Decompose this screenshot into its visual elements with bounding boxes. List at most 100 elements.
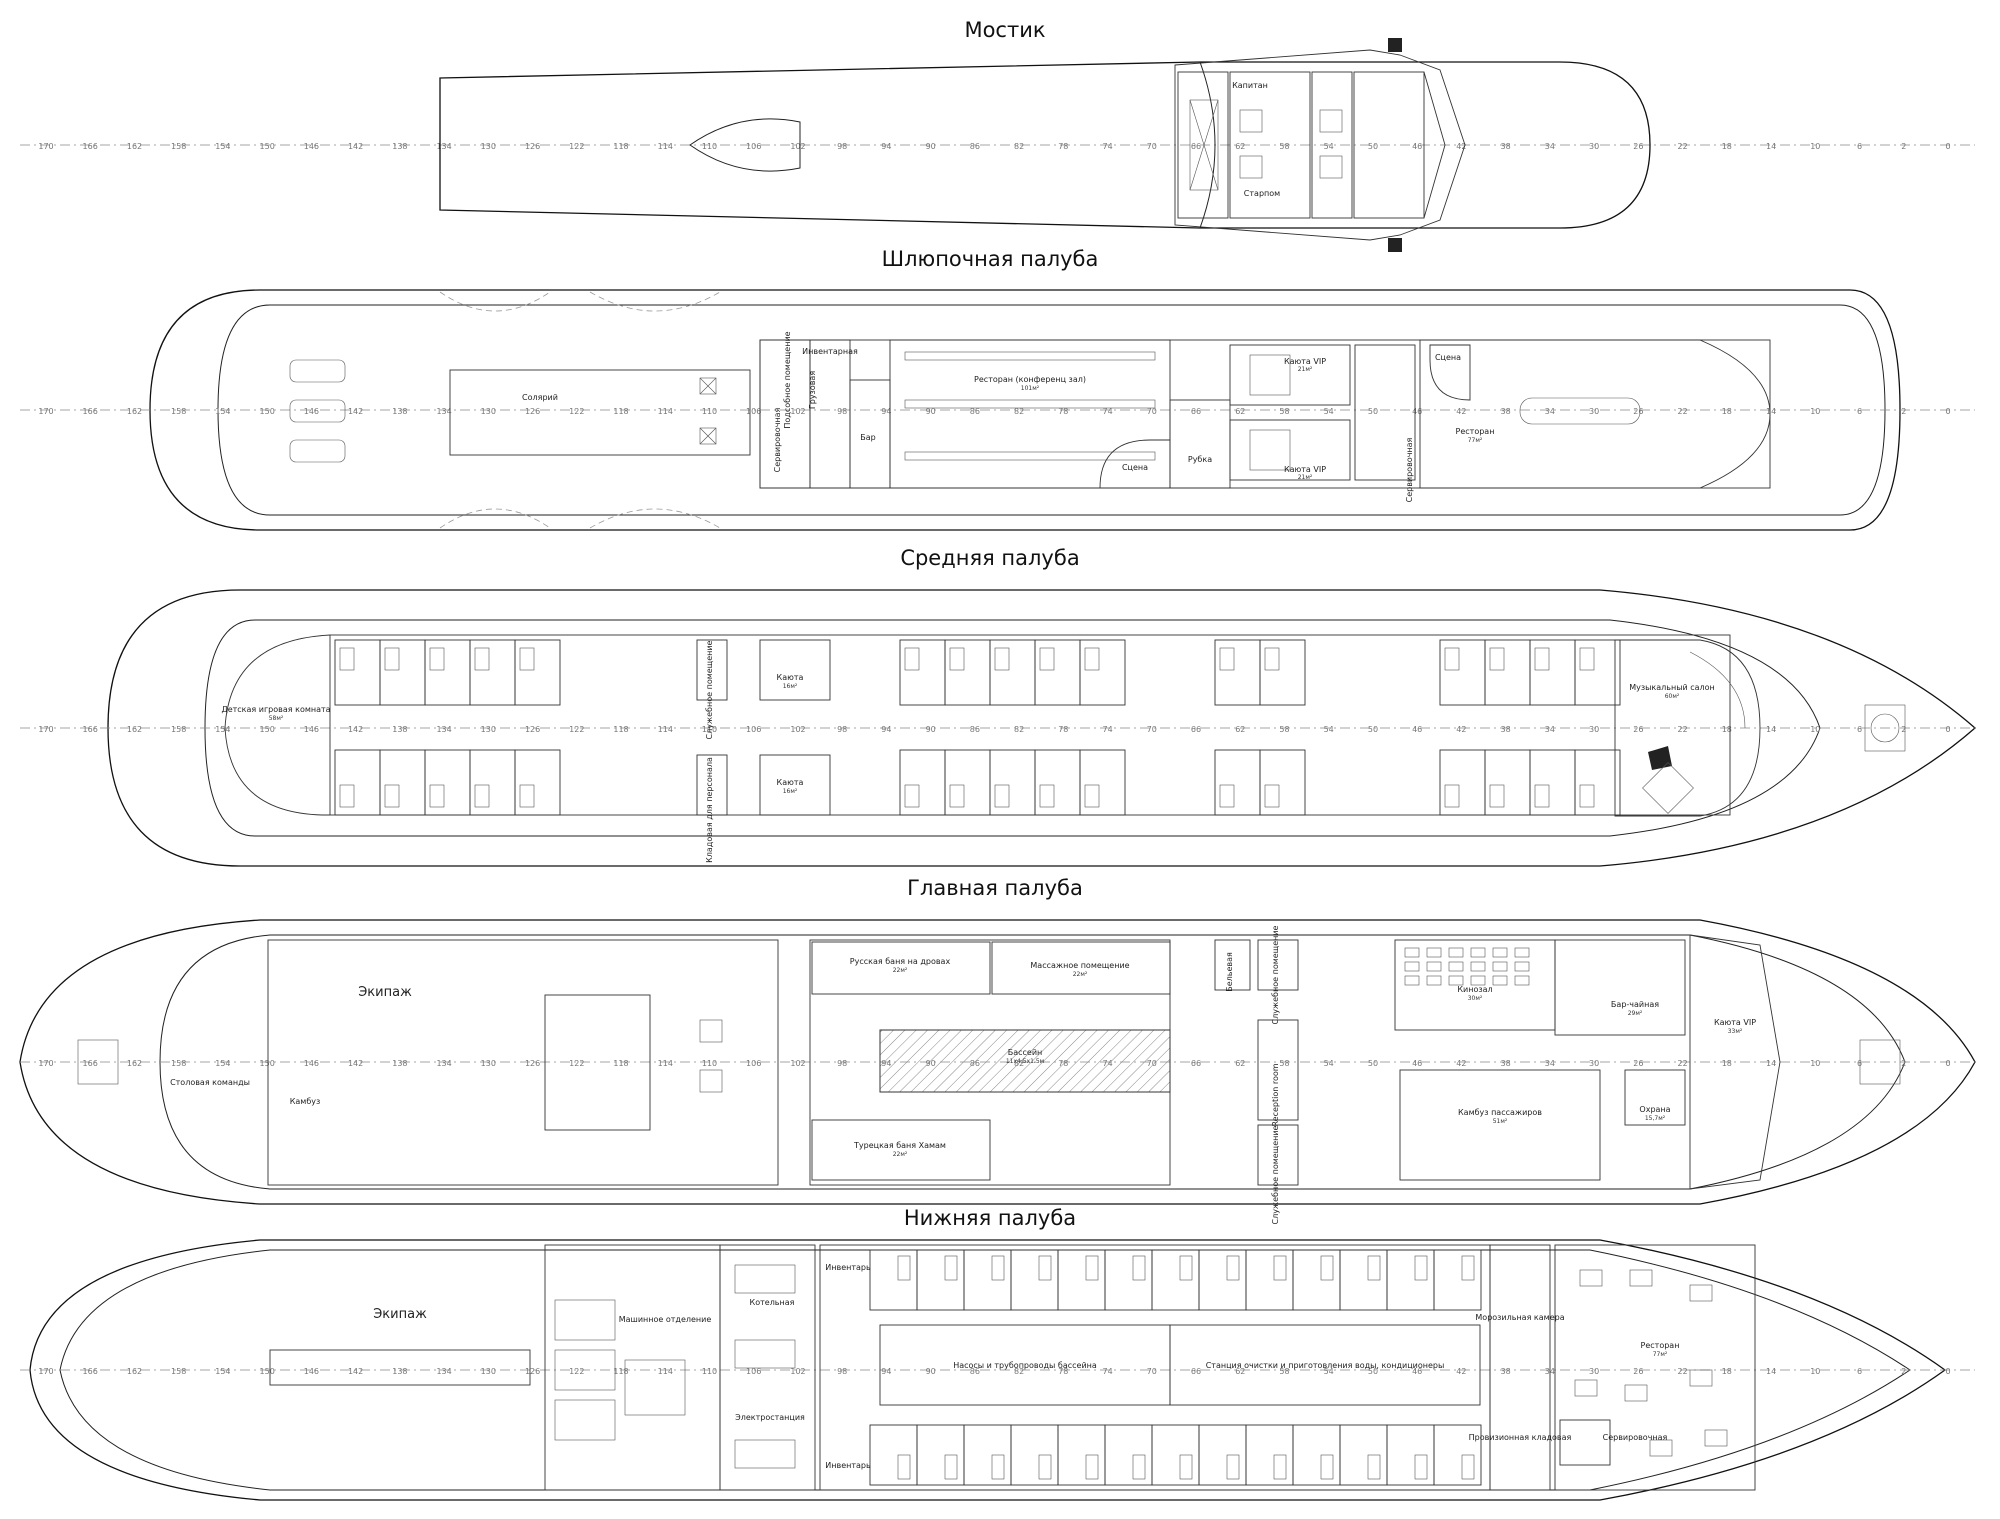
frame-number: 38: [1501, 1367, 1511, 1376]
room-label: Кинозал: [1457, 985, 1492, 994]
frame-number: 110: [702, 1367, 717, 1376]
bridge-inner-line: [1199, 61, 1216, 229]
cabin: [1529, 749, 1576, 816]
frame-number: 82: [1014, 407, 1024, 416]
windlass: [1864, 704, 1906, 752]
bed: [991, 1255, 1005, 1281]
cabin: [1214, 639, 1261, 706]
bed: [384, 784, 400, 808]
lower-deck-hull: [29, 1239, 1947, 1501]
room-area: 30м²: [1468, 995, 1483, 1002]
frame-number: 18: [1722, 407, 1732, 416]
room-label: Каюта VIP: [1284, 465, 1326, 474]
frame-number: 154: [215, 1059, 230, 1068]
frame-number: 142: [348, 1367, 363, 1376]
bed: [1461, 1454, 1475, 1480]
frame-number: 86: [970, 142, 980, 151]
bed: [949, 784, 965, 808]
frame-number: 146: [304, 725, 319, 734]
frame-number: 10: [1810, 407, 1820, 416]
room-label: Каюта: [777, 778, 804, 787]
bed: [1039, 784, 1055, 808]
frame-number: 162: [127, 1367, 142, 1376]
frame-number: 142: [348, 142, 363, 151]
frame-number: 62: [1235, 407, 1245, 416]
deck-title-boat: Шлюпочная палуба: [882, 247, 1099, 271]
room-label: Инвентарь: [825, 1461, 871, 1470]
frame-number: 118: [613, 1059, 628, 1068]
frame-number: 10: [1810, 1367, 1820, 1376]
room-area: 33м²: [1728, 1028, 1743, 1035]
frame-number: 46: [1412, 1059, 1422, 1068]
lifeboat: [439, 508, 551, 529]
frame-number: 6: [1857, 725, 1862, 734]
frame-number: 46: [1412, 407, 1422, 416]
frame-number: 98: [837, 407, 847, 416]
seat: [1448, 961, 1464, 972]
frame-number: 70: [1147, 1367, 1157, 1376]
frame-number: 66: [1191, 142, 1201, 151]
frame-number: 58: [1279, 142, 1289, 151]
table: [1579, 1269, 1603, 1287]
frame-number: 26: [1633, 725, 1643, 734]
bed: [1085, 1454, 1099, 1480]
seat: [1448, 947, 1464, 958]
room-area: 77м²: [1653, 1351, 1668, 1358]
seat: [1514, 961, 1530, 972]
frame-number: 66: [1191, 725, 1201, 734]
frame-number: 30: [1589, 1059, 1599, 1068]
frame-number: 70: [1147, 407, 1157, 416]
frame-number: 14: [1766, 1059, 1776, 1068]
cabin: [944, 639, 991, 706]
frame-number: 138: [392, 407, 407, 416]
frame-number: 94: [881, 142, 891, 151]
frame-number: 146: [304, 1367, 319, 1376]
frame-number: 26: [1633, 1059, 1643, 1068]
bed: [1489, 647, 1505, 671]
windlass: [1859, 1039, 1901, 1085]
frame-number: 122: [569, 142, 584, 151]
bridge-wing-console-bottom: [1388, 238, 1402, 252]
room-label: Reception room: [1271, 1063, 1280, 1126]
cabin-row: [869, 1249, 1482, 1486]
bed: [1038, 1255, 1052, 1281]
frame-number: 138: [392, 725, 407, 734]
frame-number: 70: [1147, 725, 1157, 734]
frame-number: 142: [348, 407, 363, 416]
frame-number: 34: [1545, 1059, 1555, 1068]
frame-number: 118: [613, 407, 628, 416]
room-label: Рубка: [1188, 455, 1212, 464]
room-label: Камбуз: [290, 1097, 321, 1106]
bed: [1038, 1454, 1052, 1480]
bed: [904, 647, 920, 671]
room-label: Капитан: [1232, 81, 1268, 90]
lifeboat: [589, 508, 721, 529]
room-label: Каюта VIP: [1714, 1018, 1756, 1027]
frame-number: 62: [1235, 142, 1245, 151]
frame-number: 46: [1412, 725, 1422, 734]
frame-number: 6: [1857, 142, 1862, 151]
room-label: Подсобное помещение: [783, 331, 792, 428]
bed: [1179, 1255, 1193, 1281]
bed: [1414, 1255, 1428, 1281]
bed: [1320, 1255, 1334, 1281]
music-salon: [1614, 639, 1761, 817]
cabin: [424, 639, 471, 706]
water-station: [1169, 1324, 1481, 1406]
room-area: 21м²: [1298, 366, 1313, 373]
frame-number: 106: [746, 142, 761, 151]
frame-number: 42: [1456, 407, 1466, 416]
room-label: Сервировочная: [773, 407, 782, 472]
casing: [544, 994, 651, 1131]
room-label: Детская игровая комната: [221, 705, 330, 714]
seat: [1492, 975, 1508, 986]
lower-deck-inner: [59, 1249, 1911, 1491]
room-label: Каюта VIP: [1284, 357, 1326, 366]
frame-number: 30: [1589, 407, 1599, 416]
cabin: [1439, 639, 1486, 706]
frame-number: 2: [1901, 725, 1906, 734]
bed: [384, 647, 400, 671]
